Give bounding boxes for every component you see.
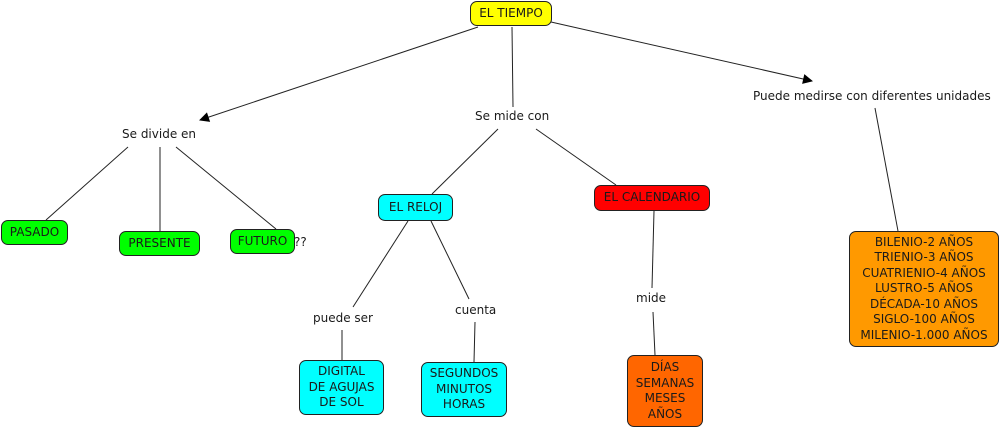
concept-unidades-tiempo[interactable]: BILENIO-2 AÑOS TRIENIO-3 AÑOS CUATRIENIO…	[849, 231, 999, 347]
concept-presente[interactable]: PRESENTE	[119, 231, 200, 256]
concept-label: PASADO	[9, 224, 60, 239]
concept-futuro[interactable]: FUTURO	[230, 229, 295, 254]
link-cuenta-unidades	[473, 321, 476, 363]
linking-phrase-se-divide-en[interactable]: Se divide en	[122, 127, 197, 141]
link-root-unidades	[550, 21, 813, 84]
concept-line: CUATRIENIO-4 AÑOS	[862, 265, 986, 280]
concept-line: TRIENIO-3 AÑOS	[874, 250, 974, 265]
concept-label: EL RELOJ	[388, 199, 443, 214]
concept-line: DE AGUJAS	[308, 379, 375, 394]
link-mide-reloj	[431, 128, 499, 195]
linking-phrase-puede-ser[interactable]: puede ser	[313, 311, 373, 325]
concept-line: SEGUNDOS	[429, 366, 499, 381]
concept-label: EL CALENDARIO	[603, 190, 701, 205]
link-divide-futuro	[175, 146, 277, 230]
concept-pasado[interactable]: PASADO	[1, 220, 68, 245]
link-unidades-lista	[874, 107, 899, 232]
concept-line: SIGLO-100 AÑOS	[873, 312, 975, 327]
concept-line: AÑOS	[647, 406, 683, 421]
linking-phrase-unidades[interactable]: Puede medirse con diferentes unidades	[753, 89, 991, 103]
concept-line: SEMANAS	[635, 375, 695, 390]
concept-label: FUTURO	[237, 233, 288, 248]
linking-phrase-cuenta[interactable]: cuenta	[455, 303, 497, 317]
concept-line: MESES	[644, 391, 686, 405]
concept-line: MILENIO-1.000 AÑOS	[860, 327, 988, 342]
concept-line: HORAS	[442, 397, 486, 412]
concept-line: MINUTOS	[435, 381, 493, 396]
linking-phrase-mide[interactable]: mide	[636, 291, 667, 305]
concept-line: LUSTRO-5 AÑOS	[875, 281, 973, 296]
concept-label: EL TIEMPO	[479, 5, 543, 20]
link-mide-calendario	[535, 128, 617, 186]
concept-line: DIGITAL	[318, 364, 365, 379]
link-divide-pasado	[45, 146, 129, 221]
link-root-divide	[199, 26, 479, 122]
concept-line: DÉCADA-10 AÑOS	[869, 296, 979, 311]
concept-line: DÍAS	[650, 360, 680, 374]
concept-unidades-reloj[interactable]: SEGUNDOS MINUTOS HORAS	[421, 362, 507, 417]
concept-el-calendario[interactable]: EL CALENDARIO	[594, 185, 710, 211]
link-reloj-cuenta	[430, 220, 470, 300]
concept-tipos-reloj[interactable]: DIGITAL DE AGUJAS DE SOL	[299, 360, 384, 415]
concept-label: PRESENTE	[128, 235, 191, 250]
link-reloj-puedeser	[352, 220, 409, 308]
link-mide-calendario-unidades	[652, 311, 656, 356]
link-root-mide	[511, 26, 514, 108]
futuro-question-marks: ??	[294, 235, 307, 249]
concept-el-tiempo[interactable]: EL TIEMPO	[470, 1, 552, 26]
concept-unidades-calendario[interactable]: DÍAS SEMANAS MESES AÑOS	[627, 355, 703, 427]
concept-line: DE SOL	[319, 395, 364, 410]
linking-phrase-se-mide-con[interactable]: Se mide con	[475, 109, 550, 123]
concept-el-reloj[interactable]: EL RELOJ	[378, 194, 453, 221]
concept-line: BILENIO-2 AÑOS	[874, 234, 974, 249]
link-calendario-mide	[651, 210, 655, 289]
